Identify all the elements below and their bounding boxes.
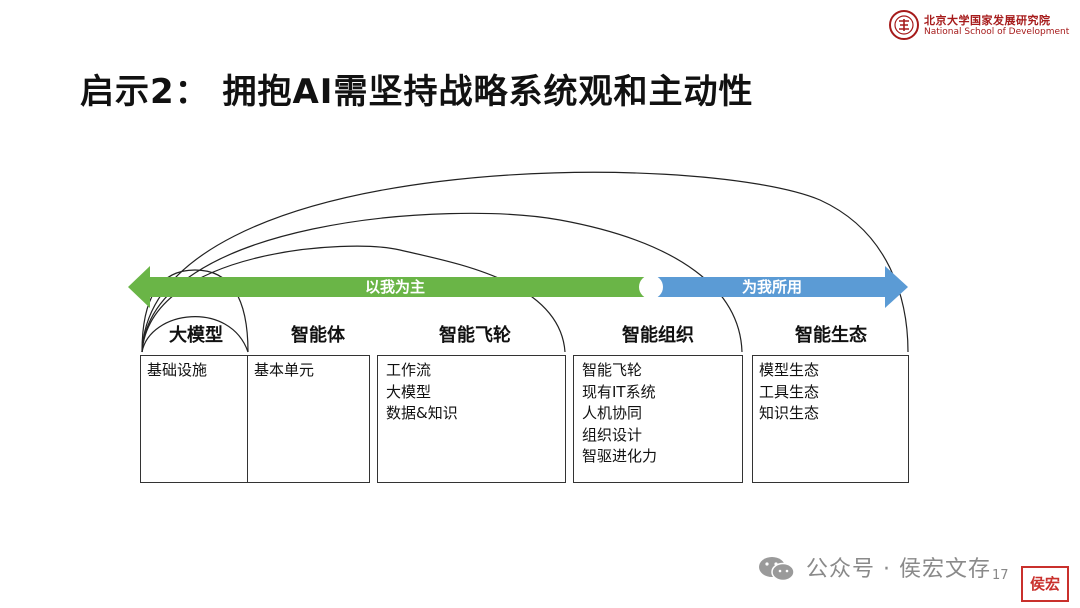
category-label-organization: 智能组织 [622,325,694,346]
blue-arrow [650,266,908,308]
category-box-flywheel: 工作流 大模型 数据&知识 [377,355,566,483]
arc-to-ecosystem [141,171,909,353]
box-item: 知识生态 [759,404,820,422]
category-box-organization: 智能飞轮 现有IT系统 人机协同 组织设计 智驱进化力 [573,355,743,483]
box-item: 大模型 [386,382,432,401]
box-item: 组织设计 [582,425,643,444]
box-item: 数据&知识 [386,404,458,422]
category-box-ecosystem: 模型生态 工具生态 知识生态 [752,355,909,483]
box-item: 智能飞轮 [582,361,643,379]
box-item: 人机协同 [582,404,643,422]
box-item: 基础设施 [147,361,208,379]
arrow-label-left: 以我为主 [365,278,425,296]
arc-small-top [141,316,249,353]
category-label-ecosystem: 智能生态 [795,325,867,346]
logo-english-name: National School of Development [924,27,1070,37]
page-number: 17 [992,568,1009,583]
category-box-large-model: 基础设施 [140,355,248,483]
watermark-text: 公众号 · 侯宏文存 [806,557,991,582]
box-item: 模型生态 [759,361,820,379]
green-arrow [128,266,652,308]
page-title: 启示2： 拥抱AI需坚持战略系统观和主动性 [80,72,754,112]
box-item: 基本单元 [254,361,315,379]
box-item: 现有IT系统 [582,382,656,401]
wechat-icon [759,557,795,582]
arc-to-agent [141,269,249,353]
pku-seal-icon [889,10,919,40]
logo-chinese-name: 北京大学国家发展研究院 [924,14,1051,27]
category-label-large-model: 大模型 [169,325,223,346]
watermark-seal: 侯宏 [1021,566,1069,602]
category-label-flywheel: 智能飞轮 [439,325,511,346]
category-box-agent: 基本单元 [247,355,370,483]
arrow-label-right: 为我所用 [742,278,802,296]
box-item: 工具生态 [759,382,820,401]
box-item: 工作流 [386,361,432,379]
category-label-agent: 智能体 [291,325,345,346]
box-item: 智驱进化力 [582,447,658,465]
